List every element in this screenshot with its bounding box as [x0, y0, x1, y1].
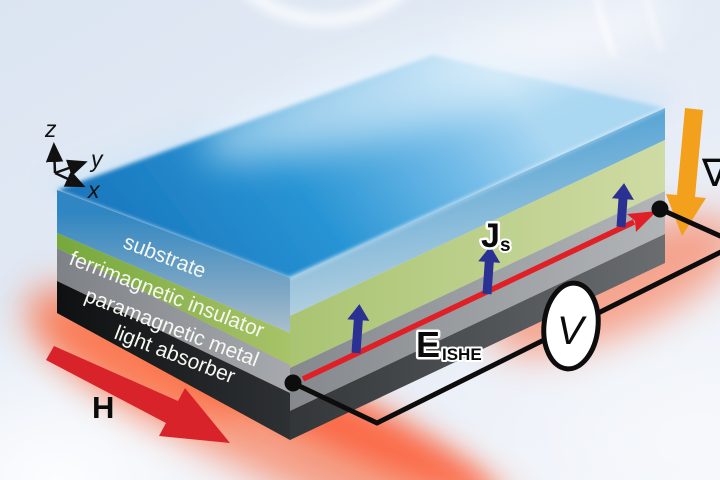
- h-field-label: H: [92, 390, 114, 425]
- layer-stack-front-face: [57, 190, 290, 440]
- light-absorber-front: [57, 281, 290, 440]
- wire-top: [657, 206, 720, 239]
- h-field-arrow: [46, 346, 230, 443]
- spin-current-subscript: s: [500, 235, 511, 256]
- y-axis-arrow: [54, 159, 88, 177]
- voltmeter-body: [541, 280, 601, 372]
- layer-stack: [40, 0, 682, 440]
- voltmeter-circuit: V: [284, 200, 720, 426]
- spin-current-arrow: [478, 246, 501, 295]
- y-axis-label: y: [89, 146, 104, 172]
- voltmeter-label: V: [557, 309, 587, 353]
- substrate-front: [57, 190, 290, 333]
- light-halo-ring: [248, 0, 402, 27]
- nabla-symbol: ∇: [701, 153, 720, 195]
- top-face-highlight: [200, 0, 680, 162]
- e-ishe-arrow-head: [627, 211, 657, 232]
- contact-dot-left: [284, 374, 302, 392]
- coordinate-axes: z y x: [44, 116, 104, 203]
- spin-current-arrows: [347, 183, 634, 354]
- ishe-field-label: E: [416, 324, 440, 365]
- z-axis-label: z: [44, 116, 57, 142]
- symbol-labels: J s E ISHE: [414, 215, 513, 368]
- layer-stack-side-face: [289, 107, 666, 440]
- z-axis-arrow: [45, 142, 64, 174]
- spin-current-arrow: [347, 304, 370, 354]
- substrate-top-face: [57, 55, 665, 278]
- paramagnetic-metal-side: [290, 191, 665, 411]
- spin-current-label: J: [481, 217, 500, 255]
- wire-bottom: [290, 249, 720, 426]
- h-field: H: [46, 346, 230, 443]
- contact-dot-right: [651, 200, 669, 218]
- temperature-gradient-arrow: [666, 108, 706, 236]
- x-axis-label: x: [87, 177, 101, 203]
- temperature-gradient: ∇: [666, 108, 720, 236]
- ferrimagnetic-insulator-side: [290, 140, 665, 368]
- substrate-side: [290, 108, 665, 316]
- paramagnetic-metal-front: [57, 248, 290, 393]
- top-edge-rim-light: [289, 107, 666, 279]
- x-axis-arrow: [54, 170, 86, 188]
- ishe-field-subscript: ISHE: [442, 345, 482, 364]
- ferrimagnetic-insulator-front: [57, 233, 290, 365]
- spin-current-arrow: [611, 183, 634, 228]
